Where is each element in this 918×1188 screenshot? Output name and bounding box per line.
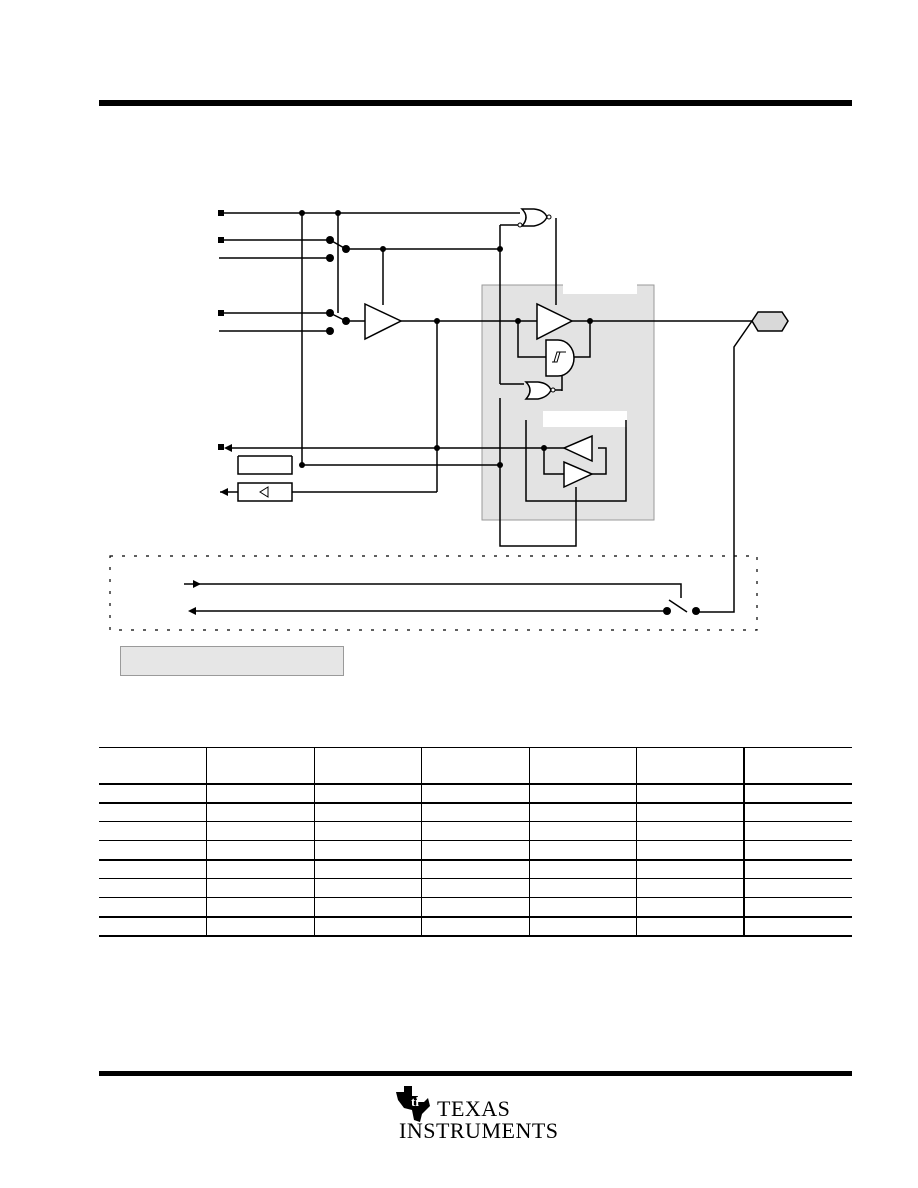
table-cell	[99, 802, 208, 822]
header-rule	[99, 100, 852, 106]
table-header-cell	[529, 747, 638, 784]
logo-text-texas: TEXAS	[437, 1096, 511, 1121]
table-row	[99, 897, 852, 917]
footer-rule	[99, 1071, 852, 1076]
table-cell	[743, 916, 852, 936]
table-cell	[529, 878, 638, 898]
table-cell	[529, 783, 638, 803]
table-cell	[743, 840, 852, 860]
data-table	[99, 747, 852, 937]
table-cell	[421, 859, 530, 879]
table-cell	[206, 878, 315, 898]
table-cell	[529, 821, 638, 841]
table-cell	[743, 878, 852, 898]
table-cell	[99, 916, 208, 936]
table-cell	[529, 859, 638, 879]
table-cell	[314, 878, 423, 898]
table-cell	[421, 802, 530, 822]
ti-state-logo-icon: ti	[396, 1086, 430, 1122]
junction-dots	[299, 210, 700, 615]
table-cell	[314, 802, 423, 822]
table-cell	[743, 897, 852, 917]
table-cell	[99, 878, 208, 898]
table-cell	[636, 916, 745, 936]
mux-buffer	[364, 302, 403, 341]
table-cell	[421, 897, 530, 917]
wires	[184, 212, 753, 613]
table-header-cell	[206, 747, 315, 784]
table-cell	[99, 859, 208, 879]
table-header-cell	[743, 747, 852, 784]
table-cell	[206, 783, 315, 803]
table-cell	[314, 840, 423, 860]
svg-text:ti: ti	[411, 1094, 419, 1109]
table-cell	[99, 840, 208, 860]
table-cell	[421, 878, 530, 898]
table-cell	[636, 859, 745, 879]
table-cell	[421, 783, 530, 803]
table-cell	[206, 802, 315, 822]
table-cell	[743, 859, 852, 879]
table-cell	[206, 916, 315, 936]
circuit-diagram	[109, 208, 789, 631]
table-cell	[99, 821, 208, 841]
table-cell	[743, 821, 852, 841]
table-cell	[636, 821, 745, 841]
table-cell	[529, 802, 638, 822]
table-row	[99, 878, 852, 898]
table-row	[99, 821, 852, 841]
table-cell	[743, 783, 852, 803]
table-cell	[636, 878, 745, 898]
table-cell	[421, 840, 530, 860]
table-cell	[314, 821, 423, 841]
pad-connector	[751, 311, 789, 332]
table-cell	[206, 821, 315, 841]
table-cell	[206, 897, 315, 917]
table-cell	[314, 897, 423, 917]
table-cell	[636, 897, 745, 917]
keeper-buffer-left	[562, 434, 593, 463]
keeper-label-box	[543, 411, 627, 427]
table-cell	[314, 916, 423, 936]
arrowheads	[188, 444, 232, 615]
table-row	[99, 802, 852, 822]
table-cell	[99, 783, 208, 803]
table-row	[99, 840, 852, 860]
table-cell	[421, 916, 530, 936]
table-cell	[529, 840, 638, 860]
table-row	[99, 859, 852, 879]
nor-gate-bottom	[524, 381, 562, 400]
keeper-buffer-right	[563, 460, 594, 489]
table-header-cell	[314, 747, 423, 784]
table-cell	[636, 783, 745, 803]
table-cell	[314, 859, 423, 879]
table-cell	[99, 897, 208, 917]
table-cell	[314, 783, 423, 803]
table-cell	[206, 840, 315, 860]
table-cell	[529, 897, 638, 917]
schmitt-trigger-receiver	[545, 339, 575, 377]
diagram-caption	[120, 646, 344, 676]
nor-gate-top	[517, 208, 552, 228]
table-row	[99, 916, 852, 936]
pin-terminals	[218, 210, 224, 450]
table-cell	[743, 802, 852, 822]
table-header-cell	[421, 747, 530, 784]
table-cell	[636, 802, 745, 822]
boundary-cell-arrow-icon	[259, 486, 269, 498]
table-cell	[529, 916, 638, 936]
pad-label-box	[563, 282, 637, 294]
table-cell	[421, 821, 530, 841]
output-driver	[536, 302, 574, 341]
analog-section-outline	[109, 555, 758, 631]
table-cell	[636, 840, 745, 860]
table-row	[99, 783, 852, 803]
table-header-cell	[636, 747, 745, 784]
table-cell	[206, 859, 315, 879]
table-header-row	[99, 747, 852, 784]
logo-text-instruments: INSTRUMENTS	[399, 1118, 559, 1143]
table-header-cell	[99, 747, 208, 784]
